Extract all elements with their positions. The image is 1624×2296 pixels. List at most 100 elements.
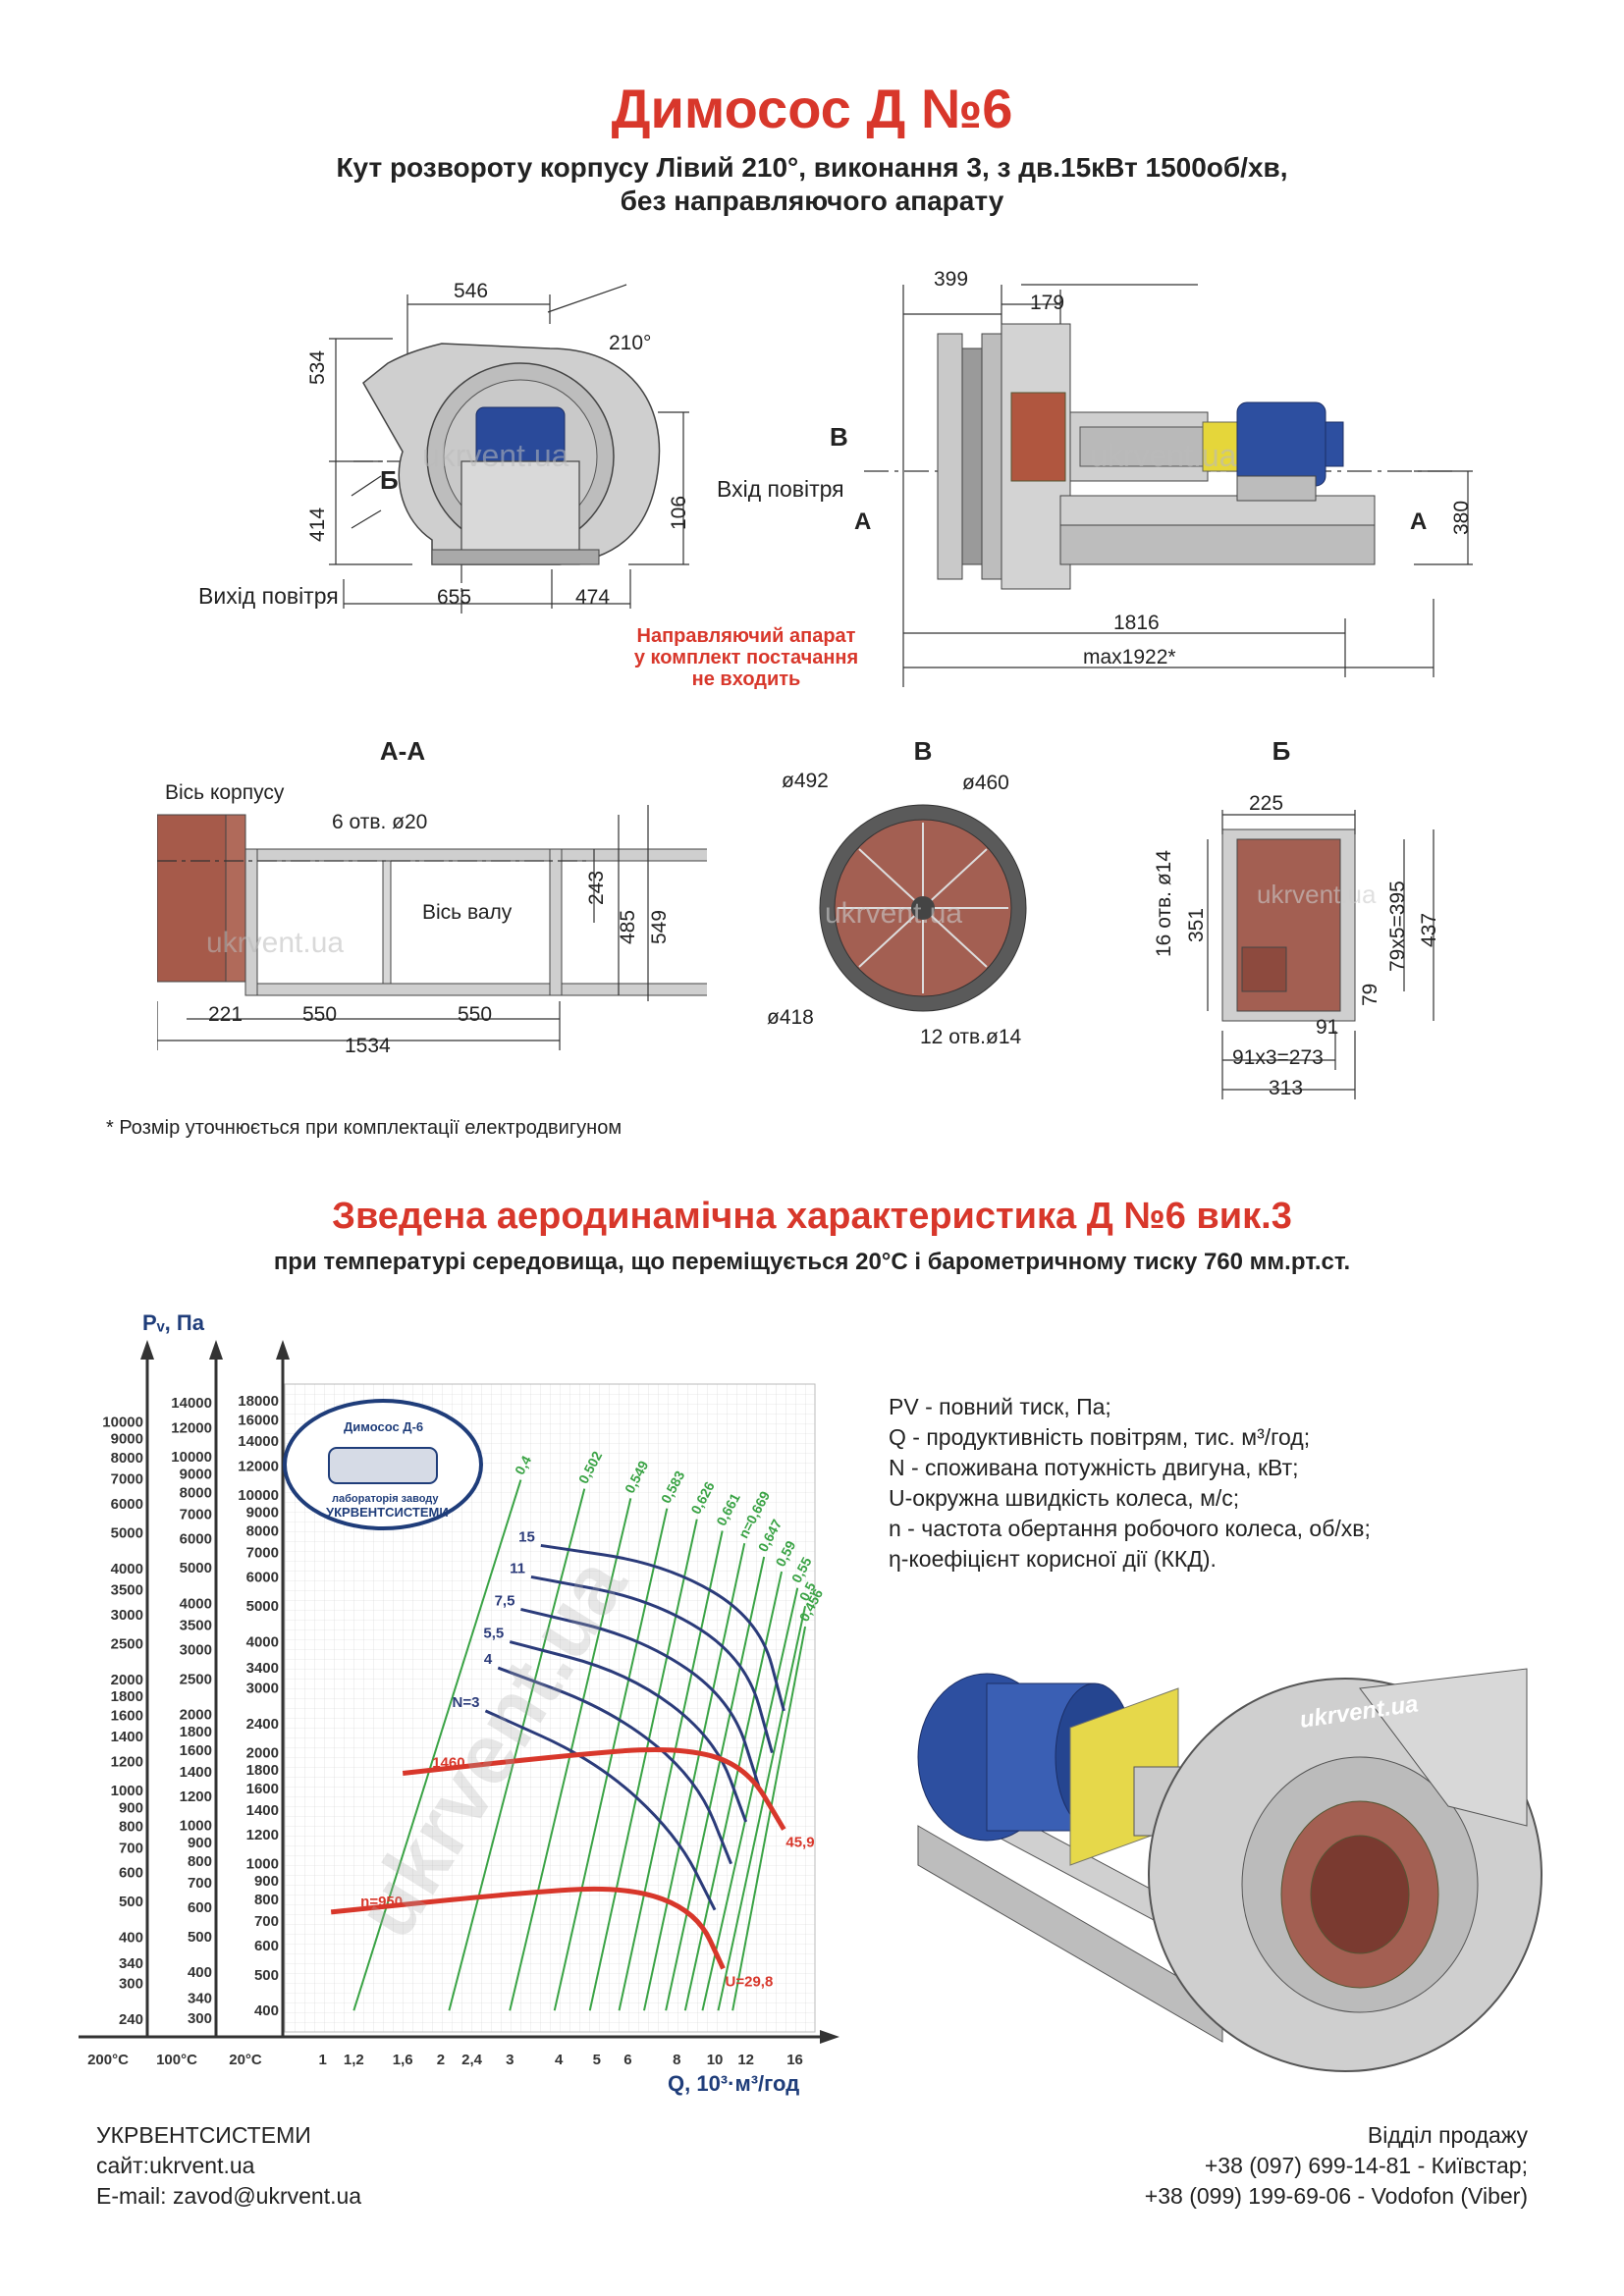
footer-site-link[interactable]: сайт:ukrvent.ua [96, 2153, 255, 2178]
section-aa-drawing: ukrvent.ua [157, 805, 707, 1050]
x-tick-label: 4 [555, 2052, 564, 2068]
y-tick-label: 800 [188, 1853, 212, 1870]
y-tick-label: 1600 [180, 1742, 212, 1759]
y-tick-label: 7000 [246, 1544, 279, 1561]
speed-curve-end-label: U=29,8 [726, 1973, 774, 1990]
speed-curve [330, 1886, 726, 1970]
y-tick-label: 700 [188, 1875, 212, 1892]
y-tick-label: 8000 [246, 1522, 279, 1539]
footer-email-link[interactable]: E-mail: zavod@ukrvent.ua [96, 2183, 362, 2209]
x-tick-label: 1 [319, 2052, 327, 2068]
legend-n: N - споживана потужність двигуна, кВт; [889, 1455, 1299, 1480]
section-v-d460: ø460 [962, 772, 1009, 794]
guide-vane-note-line1: Направляючий апарат [636, 625, 856, 647]
side-dim-210deg: 210° [609, 332, 652, 354]
y-tick-label: 1400 [246, 1802, 279, 1819]
efficiency-line [717, 1605, 807, 2011]
y-tick-label: 10000 [238, 1487, 279, 1504]
power-curve [497, 1666, 732, 1865]
y-tick-label: 10000 [171, 1449, 212, 1466]
footer-phone-vodafone[interactable]: +38 (099) 199-69-06 - Vodofon (Viber) [1144, 2183, 1528, 2209]
front-section-v-label: B [830, 422, 848, 452]
section-v-d418: ø418 [767, 1006, 814, 1029]
section-aa-watermark: ukrvent.ua [206, 927, 344, 959]
x-tick-label: 10 [707, 2052, 724, 2068]
air-outlet-label: Вихід повітря [198, 583, 339, 609]
power-curve [484, 1709, 717, 1911]
y-tick-label: 3000 [246, 1681, 279, 1697]
temperature-label: 20°C [229, 2052, 262, 2068]
section-aa-dim-221: 221 [208, 1003, 244, 1026]
y-tick-label: 400 [188, 1964, 212, 1981]
efficiency-line [665, 1556, 766, 2011]
section-v-watermark: ukrvent.ua [825, 897, 962, 930]
y-tick-label: 3500 [180, 1617, 212, 1633]
y-tick-label: 4000 [111, 1561, 143, 1577]
section-b-heading: Б [1272, 736, 1291, 766]
y-tick-label: 1800 [246, 1762, 279, 1779]
x-tick-label: 6 [623, 2052, 631, 2068]
x-tick-label: 16 [786, 2052, 803, 2068]
guide-vane-note-line3: не входить [691, 668, 801, 690]
speed-curve-label: n=950 [360, 1894, 403, 1910]
section-aa-axis-body: Вісь корпусу [165, 781, 285, 804]
x-tick-label: 1,2 [344, 2052, 364, 2068]
section-aa-dim-485: 485 [617, 909, 639, 944]
y-tick-label: 16000 [238, 1412, 279, 1428]
y-tick-label: 400 [254, 2002, 279, 2019]
side-dim-106: 106 [668, 495, 690, 530]
section-aa-heading: А-А [379, 736, 426, 766]
chart-section-title: Зведена аеродинамічна характеристика Д №… [332, 1196, 1292, 1237]
footer-sales-title: Відділ продажу [1367, 2122, 1528, 2148]
air-inlet-label: Вхід повітря [717, 476, 844, 502]
side-dim-655: 655 [437, 586, 472, 609]
efficiency-line [618, 1530, 724, 2011]
y-tick-label: 3000 [111, 1607, 143, 1624]
efficiency-line [731, 1626, 807, 2011]
x-tick-label: 2 [437, 2052, 445, 2068]
y-tick-label: 7000 [111, 1471, 143, 1488]
y-tick-label: 3500 [111, 1582, 143, 1599]
section-b-holes: 16 отв. ø14 [1153, 849, 1175, 957]
footer-phone-kyivstar[interactable]: +38 (097) 699-14-81 - Київстар; [1204, 2153, 1528, 2178]
y-tick-label: 9000 [246, 1504, 279, 1521]
front-dim-399: 399 [934, 268, 969, 291]
y-tick-label: 18000 [238, 1393, 279, 1410]
y-tick-label: 700 [254, 1913, 279, 1930]
footer-company: УКРВЕНТСИСТЕМИ [96, 2122, 311, 2148]
section-b-dim-351: 351 [1185, 907, 1208, 942]
power-curve [520, 1607, 761, 1789]
y-tick-label: 6000 [111, 1496, 143, 1513]
efficiency-line [352, 1479, 522, 2011]
chart-ylabel: Pᵥ, Па [142, 1310, 205, 1335]
side-dim-534: 534 [306, 349, 329, 385]
chart-xlabel: Q, 10³·м³/год [668, 2071, 799, 2096]
section-v-drawing: ukrvent.ua [819, 804, 1027, 1012]
y-tick-label: 2500 [180, 1671, 212, 1687]
section-aa-dim-1534: 1534 [345, 1035, 391, 1057]
y-tick-label: 1600 [111, 1707, 143, 1724]
section-b-dim-437: 437 [1418, 912, 1440, 947]
guide-vane-note: Направляючий апарат у комплект постачанн… [599, 625, 893, 690]
y-tick-label: 4000 [180, 1596, 212, 1613]
page-title: Димосос Д №6 [611, 78, 1013, 139]
section-v-d492: ø492 [782, 770, 829, 792]
y-tick-label: 300 [119, 1976, 143, 1993]
section-aa-dim-549: 549 [648, 909, 671, 944]
front-view-drawing: ukrvent.ua [864, 284, 1473, 687]
section-b-dim-79x5: 79x5=395 [1386, 881, 1409, 972]
y-tick-label: 2400 [246, 1716, 279, 1733]
y-tick-label: 2500 [111, 1636, 143, 1653]
y-tick-label: 1200 [246, 1827, 279, 1843]
x-tick-label: 2,4 [461, 2052, 483, 2068]
chart-emblem: Димосос Д-6 лабораторія заводу УКРВЕНТСИ… [283, 1399, 483, 1530]
y-tick-label: 1400 [111, 1729, 143, 1745]
y-tick-label: 10000 [102, 1414, 143, 1430]
y-tick-label: 5000 [111, 1525, 143, 1542]
y-tick-label: 500 [188, 1929, 212, 1946]
performance-chart: Pᵥ, Па Q, 10³·м³/год 1800016000140001200… [79, 1310, 839, 2096]
y-tick-label: 2000 [111, 1672, 143, 1688]
y-tick-label: 12000 [238, 1458, 279, 1474]
section-v-heading: B [913, 736, 933, 766]
front-section-a-left: A [854, 508, 872, 535]
